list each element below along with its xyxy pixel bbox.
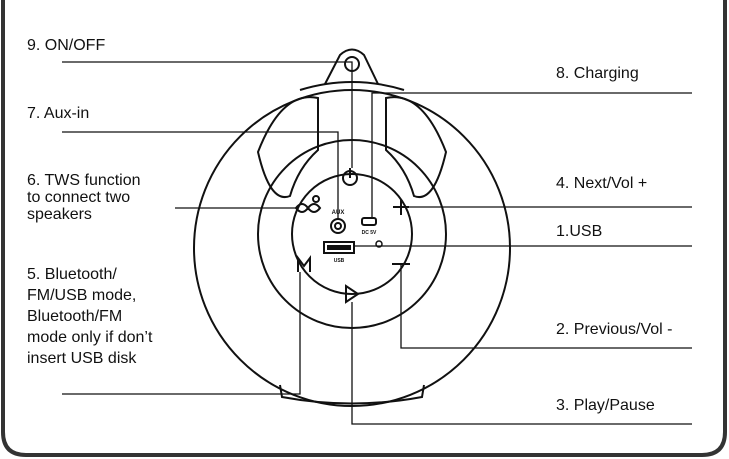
label-tws-line-3: speakers [27,206,92,223]
leader-aux-in [62,131,339,219]
aux-port [330,218,346,234]
power-icon [342,168,358,186]
label-mode-line-4: mode only if don’t [27,329,153,346]
leader-mode [62,272,301,395]
label-mode: 5. Bluetooth/ FM/USB mode, Bluetooth/FM … [27,264,152,369]
label-tws-line-2: to connect two [27,189,131,206]
label-usb: 1.USB [556,223,603,240]
mode-icon [297,255,311,272]
leader-play-pause [351,302,692,425]
leader-on-off [62,61,353,168]
dc-port-label: DC 5V [362,230,377,236]
dc-port [361,217,377,226]
charge-indicator-dot [375,240,383,248]
label-play-pause: 3. Play/Pause [556,397,655,414]
usb-port [323,241,355,254]
label-prev-vol: 2. Previous/Vol - [556,321,673,338]
usb-port-label: USB [334,258,345,264]
leader-lines [62,61,692,425]
play-icon [345,284,360,304]
leader-prev-vol [400,264,692,349]
label-mode-line-5: insert USB disk [27,350,137,367]
label-mode-line-2: FM/USB mode, [27,287,137,304]
tws-icon [294,195,322,213]
label-mode-line-1: 5. Bluetooth/ [27,266,117,283]
label-tws: 6. TWS function to connect two speakers [27,172,141,223]
label-aux-in: 7. Aux-in [27,105,90,122]
label-charging: 8. Charging [556,65,639,82]
label-tws-line-1: 6. TWS function [27,172,141,189]
leader-charging [371,92,692,218]
label-mode-line-3: Bluetooth/FM [27,308,123,325]
label-on-off: 9. ON/OFF [27,37,106,54]
plus-icon [393,199,409,215]
label-next-vol: 4. Next/Vol + [556,175,648,192]
